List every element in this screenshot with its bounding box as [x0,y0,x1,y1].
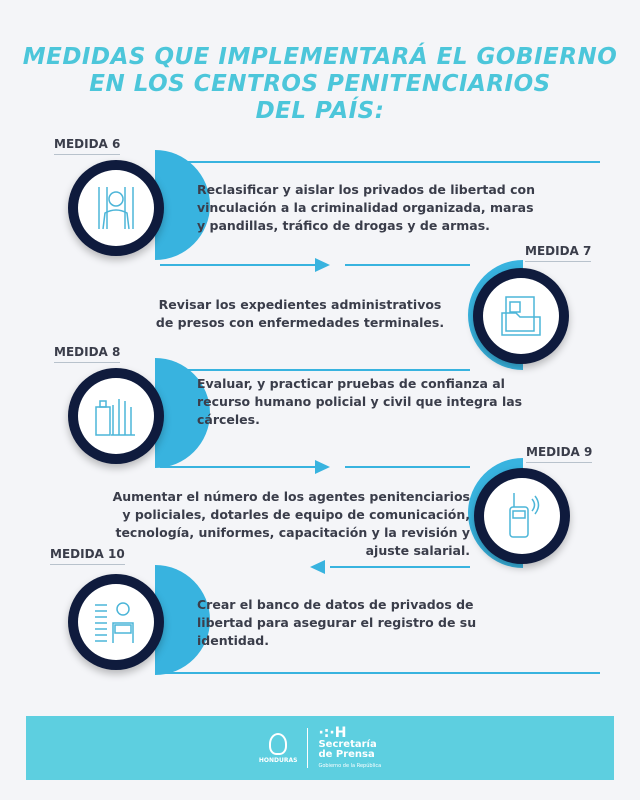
measure-7-text: Revisar los expedientes administrativos … [155,297,445,330]
hand-test-icon [95,399,135,436]
measure-7-label: MEDIDA 7 [525,244,592,262]
measure-6-text: Reclasificar y aislar los privados de li… [197,182,535,233]
org-line3: Gobierno de la República [318,762,382,769]
radio-icon [509,493,540,538]
measure-7-badge [473,268,569,364]
title-line: DEL PAÍS: [255,98,385,124]
org-line2: de Prensa [318,748,375,760]
divider [307,728,309,768]
honduras-logo: HONDURAS [258,732,298,764]
measure-8-badge [68,368,164,464]
measure-9-badge [474,468,570,564]
h-logo-icon: ·:·H [318,724,347,741]
title-line: MEDIDAS QUE IMPLEMENTARÁ EL GOBIERNO [22,44,618,70]
measure-9-text: Aumentar el número de los agentes penite… [112,489,470,558]
org-line1: Secretaría [318,738,377,750]
country-name: HONDURAS [258,756,298,764]
coat-of-arms-icon [269,732,288,755]
measure-6-badge [68,160,164,256]
measure-8-label: MEDIDA 8 [54,345,121,363]
measure-10-badge [68,574,164,670]
title-line: EN LOS CENTROS PENITENCIARIOS [89,71,551,97]
prisoner-behind-bars-icon [98,187,134,230]
page-title: MEDIDAS QUE IMPLEMENTARÁ EL GOBIERNO EN … [0,44,640,125]
measure-6-label: MEDIDA 6 [54,137,121,155]
measure-10-text: Crear el banco de datos de privados de l… [197,597,477,648]
file-folder-icon [501,296,541,336]
measure-8-text: Evaluar, y practicar pruebas de confianz… [197,376,523,427]
measure-9-label: MEDIDA 9 [526,445,593,463]
measure-10-label: MEDIDA 10 [50,547,125,565]
database-person-icon [95,602,134,643]
